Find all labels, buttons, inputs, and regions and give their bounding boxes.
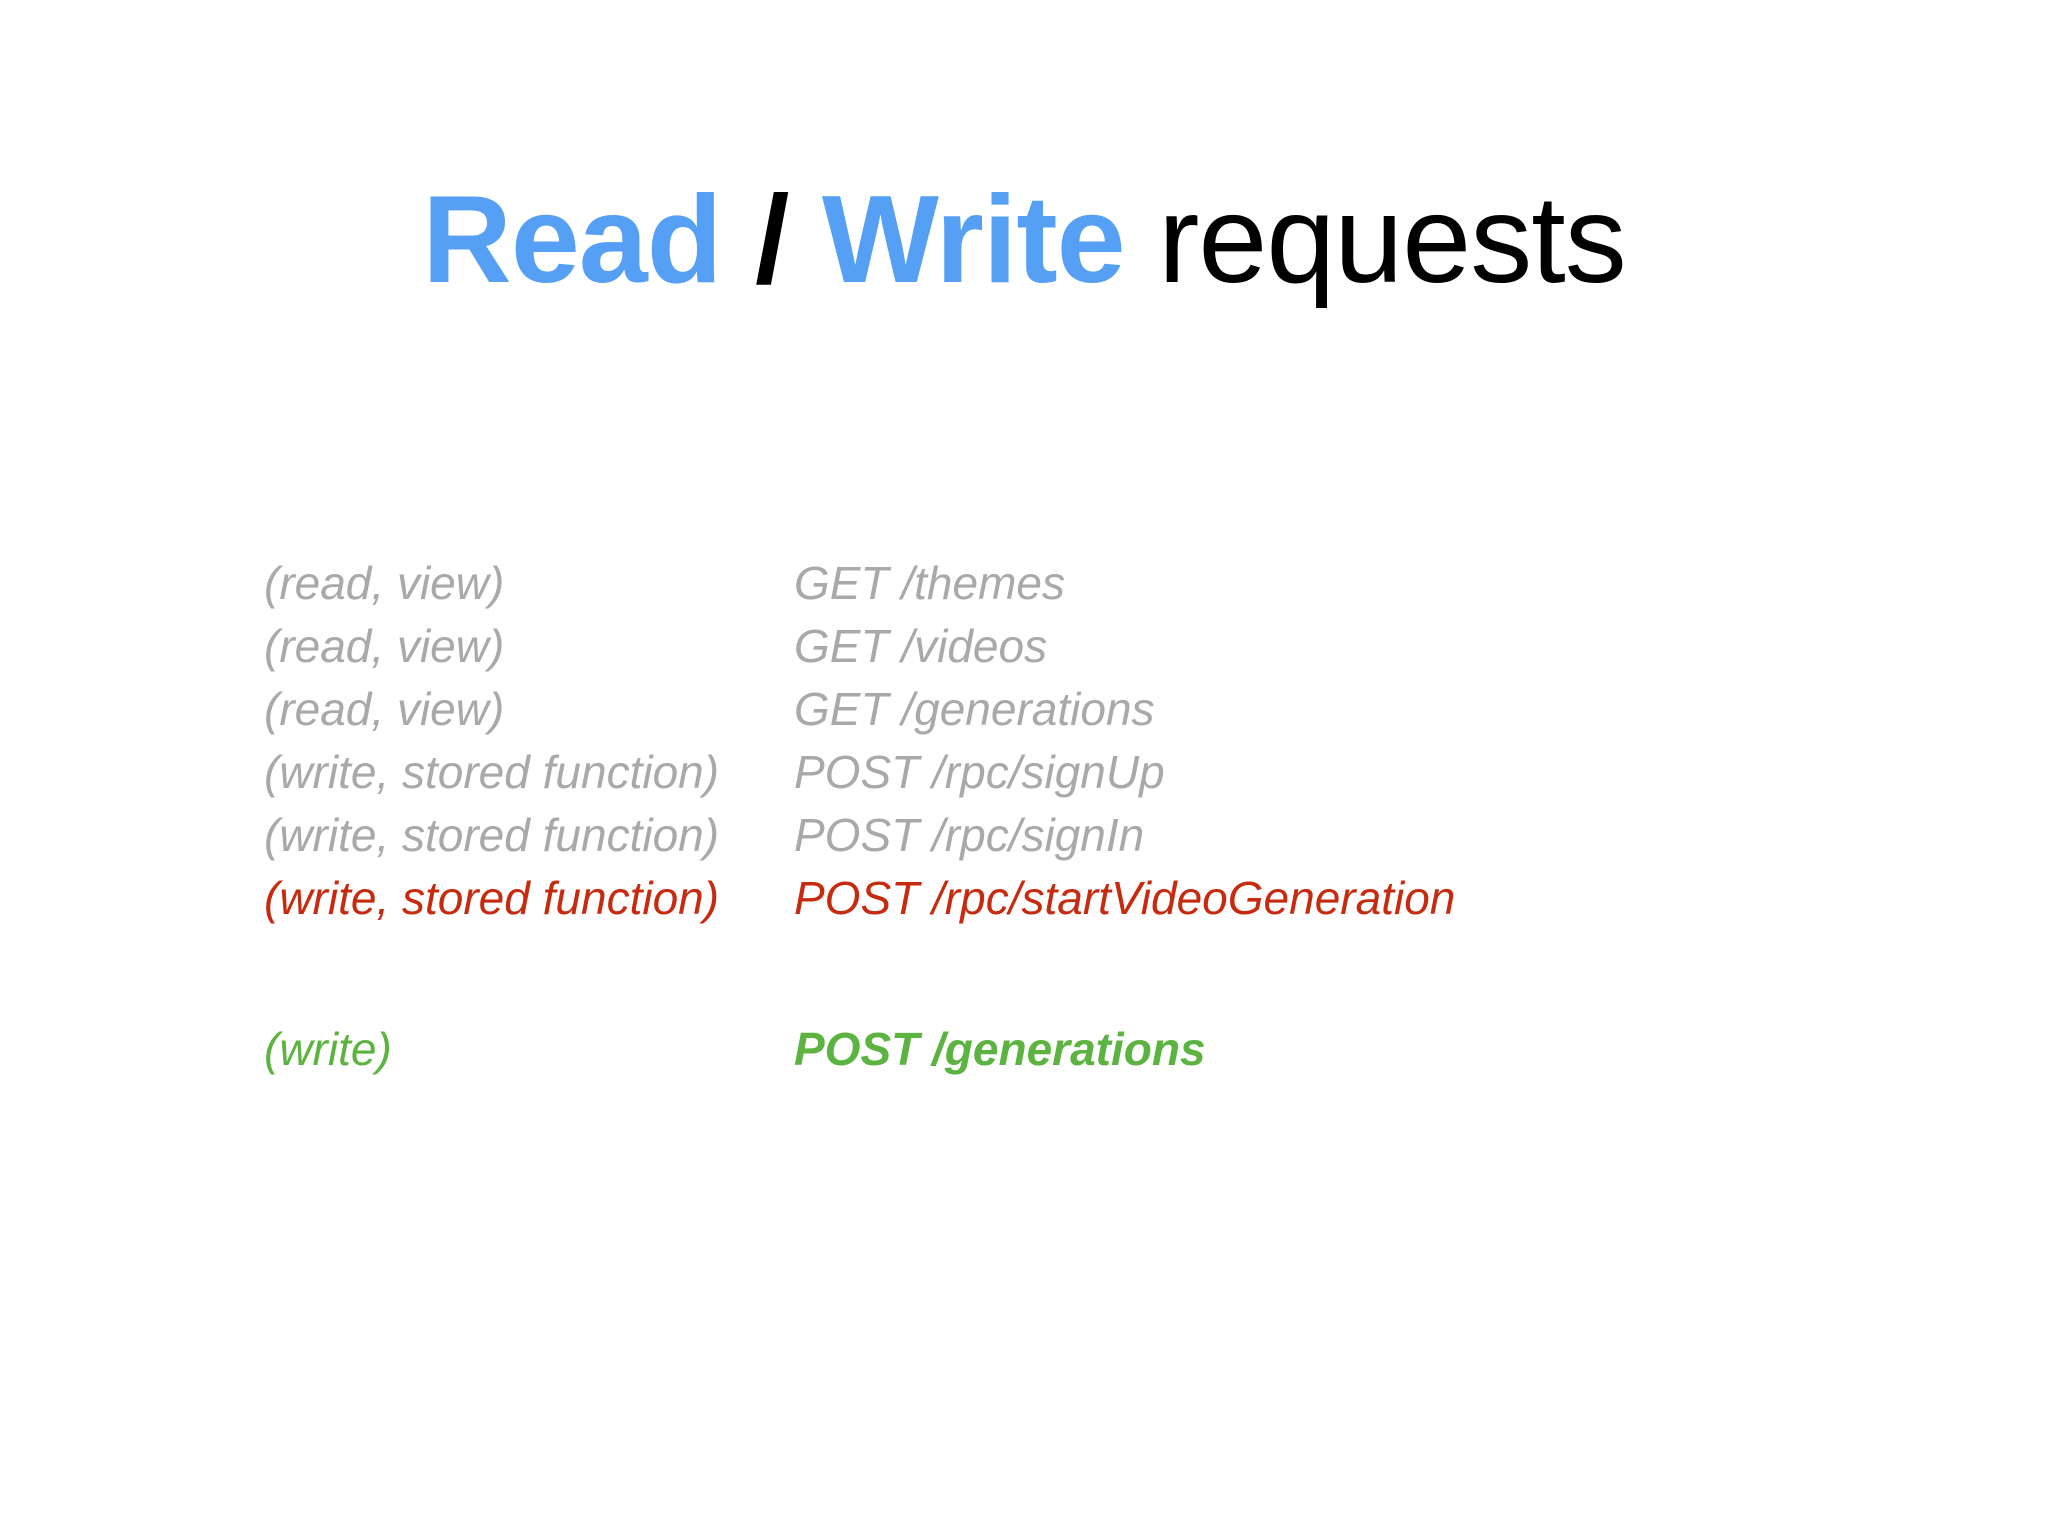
request-kind: (write, stored function) [264, 746, 720, 798]
request-row: (write, stored function) POST /rpc/startV… [264, 867, 1864, 930]
request-kind: (write, stored function) [264, 872, 720, 924]
title-separator: / [721, 171, 822, 310]
request-endpoint: POST /generations [794, 1023, 1206, 1075]
request-endpoint: GET /themes [794, 557, 1065, 609]
request-kind: (read, view) [264, 620, 505, 672]
request-endpoint: POST /rpc/signUp [794, 746, 1165, 798]
request-row: (read, view) GET /videos [264, 615, 1864, 678]
request-row: (write, stored function) POST /rpc/signUp [264, 741, 1864, 804]
request-endpoint: POST /rpc/signIn [794, 809, 1145, 861]
request-endpoint: POST /rpc/startVideoGeneration [794, 872, 1456, 924]
title-word-write: Write [821, 171, 1126, 310]
request-kind: (read, view) [264, 557, 505, 609]
request-kind: (write, stored function) [264, 809, 720, 861]
request-list: (read, view) GET /themes (read, view) GET /… [264, 552, 1864, 1081]
request-row: (read, view) GET /generations [264, 678, 1864, 741]
request-endpoint: GET /videos [794, 620, 1048, 672]
request-row: (write, stored function) POST /rpc/signIn [264, 804, 1864, 867]
request-row: (read, view) GET /themes [264, 552, 1864, 615]
request-kind: (read, view) [264, 683, 505, 735]
request-kind: (write) [264, 1023, 392, 1075]
request-endpoint: GET /generations [794, 683, 1155, 735]
title-word-read: Read [422, 171, 722, 310]
request-row: (write) POST /generations [264, 1018, 1864, 1081]
title-word-requests: requests [1124, 171, 1627, 310]
page-title: Read / Write requests [0, 171, 2048, 310]
